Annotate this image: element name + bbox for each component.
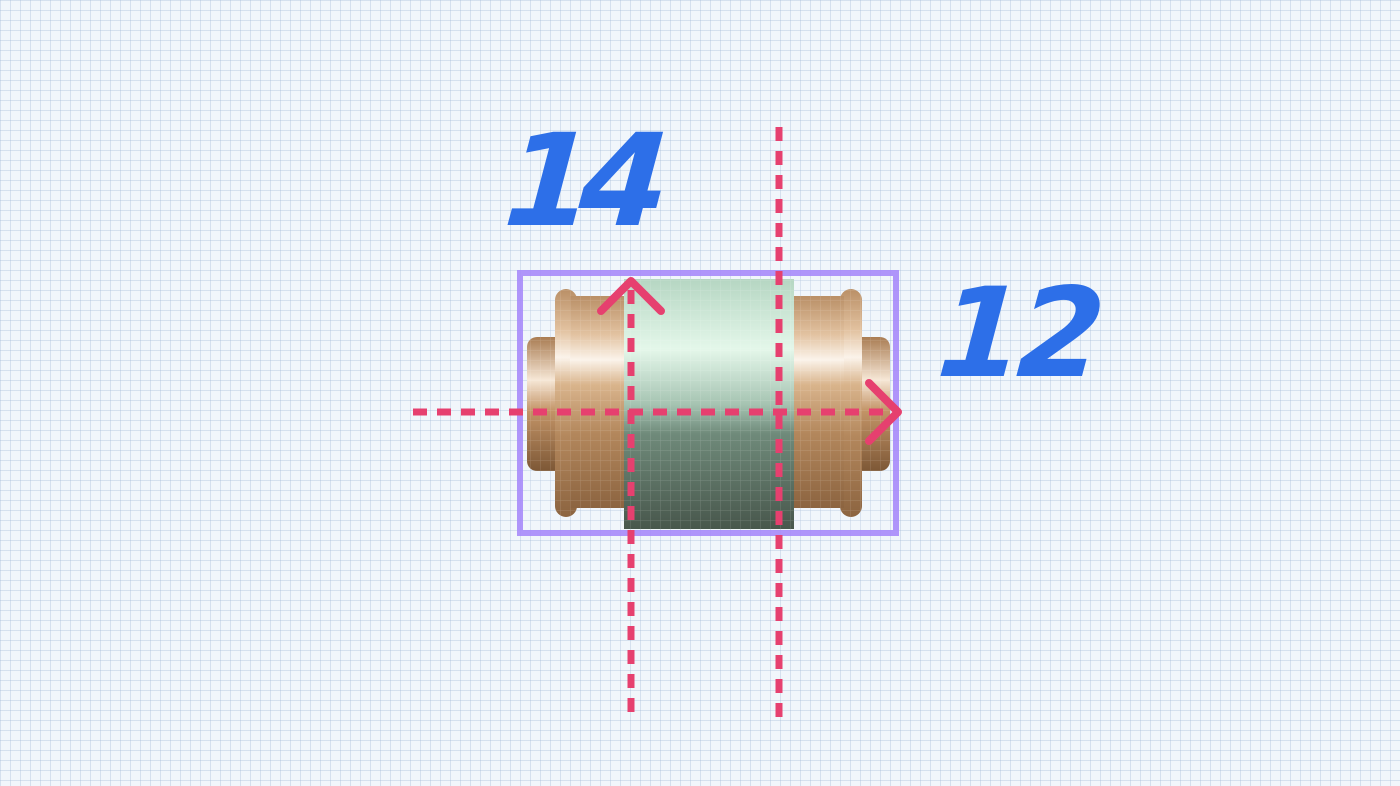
horizontal-grid-size-label: 12 xyxy=(932,262,1104,406)
roller-icon xyxy=(527,279,890,529)
component-grid-overlay xyxy=(527,279,890,529)
arrow-up-icon xyxy=(597,277,665,315)
arrow-right-icon xyxy=(865,379,902,445)
vertical-grid-size-label: 14 xyxy=(499,107,661,256)
bounding-box xyxy=(517,270,899,536)
